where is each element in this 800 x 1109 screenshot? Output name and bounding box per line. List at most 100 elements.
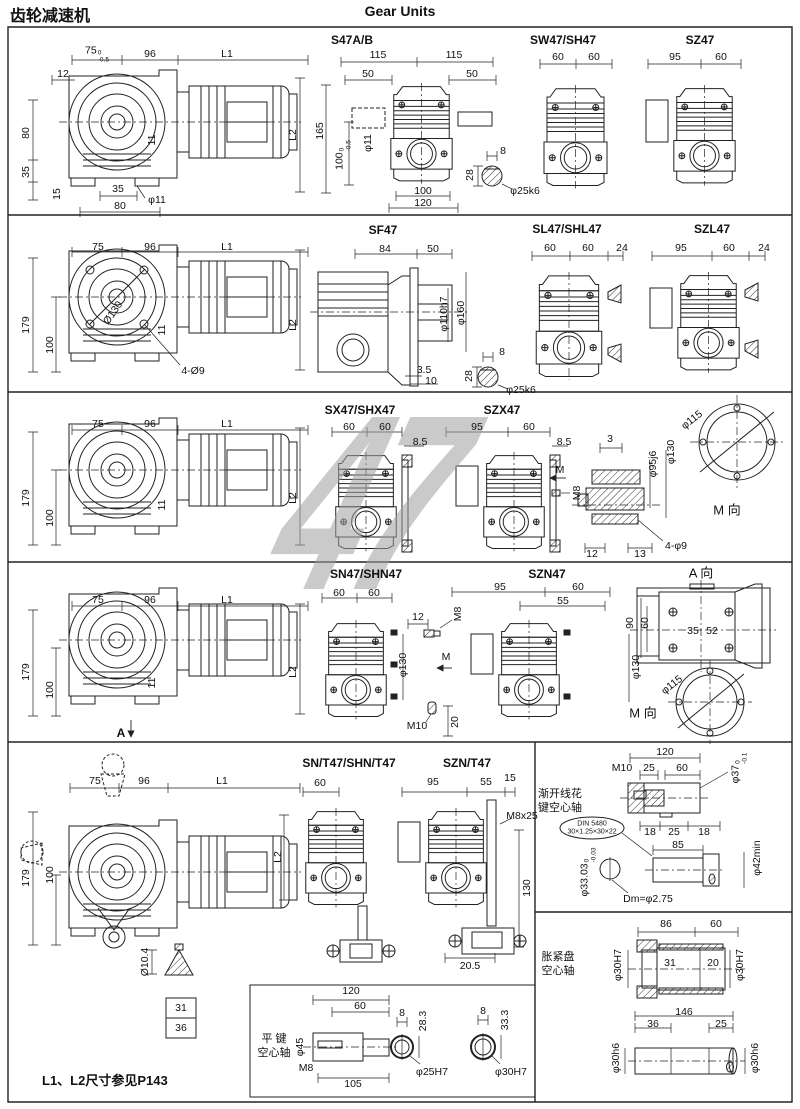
r2-sl-dim-60a: 60: [544, 242, 556, 254]
r2-sf-dim-phi160: φ160: [455, 300, 467, 326]
r2-sl-dim-24: 24: [616, 242, 628, 254]
r4-sn47-front-drawing: [322, 593, 453, 736]
r5-spline-din-label-2: 30×1.25×30×22: [567, 828, 617, 836]
r3-szx47-front-drawing: [446, 427, 570, 552]
r1-side-dim-L2: L2: [287, 129, 299, 141]
r3-sx-dim-60b: 60: [379, 421, 391, 433]
r1-shaft-dim-28: 28: [464, 169, 476, 181]
r5-shrink-dim-phi30h6-b: φ30h6: [749, 1042, 761, 1074]
r4-szn-dim-phi130: φ130: [630, 654, 642, 680]
r2-sl47-front-drawing: [532, 251, 623, 381]
r5-key-dim-phi25H7: φ25H7: [416, 1066, 448, 1078]
r5-shrink-dim-146: 146: [675, 1006, 693, 1018]
r1-side-dim-80: 80: [20, 127, 32, 139]
r4-szn-dim-95: 95: [494, 581, 506, 593]
r2-sf-dim-84: 84: [379, 243, 391, 255]
r1-sw47-title: SW47/SH47: [529, 33, 597, 47]
r4-sn47-title: SN47/SHN47: [329, 567, 403, 581]
r1-s47-dim-100b: 100: [414, 185, 432, 197]
r1-s47ab-front-drawing: [321, 57, 496, 213]
r5-side-dim-179: 179: [20, 869, 32, 887]
r3-szx-dim-60: 60: [523, 421, 535, 433]
r5-snt47-title: SN/T47/SHN/T47: [302, 756, 396, 770]
r5-side-dim-31: 31: [175, 1002, 187, 1014]
r1-sw47-front-drawing: [540, 59, 612, 189]
r1-sw-dim-60b: 60: [588, 51, 600, 63]
r3-szx-m-view-label: M: [555, 464, 565, 476]
r5-side-dim-L2: L2: [272, 851, 284, 863]
r5-shrink-dim-60: 60: [710, 918, 722, 930]
r5-sznt-dim-95: 95: [427, 776, 439, 788]
r3-sec-dim-13: 13: [634, 548, 646, 560]
r5-shrink-dim-phi30H7-b: φ30H7: [734, 949, 746, 981]
r1-sz47-title: SZ47: [685, 33, 715, 47]
r1-side-dim-12: 12: [57, 68, 69, 80]
r2-sf-dim-10: 10: [425, 375, 437, 387]
r1-sz-dim-60: 60: [715, 51, 727, 63]
r2-side-dim-11: 11: [156, 324, 168, 336]
r5-snt47-front-drawing: [303, 787, 395, 962]
r3-sec-dim-4xphi9: 4-φ9: [665, 540, 687, 552]
r2-side-view-drawing: [28, 244, 308, 372]
r5-spline-dim-85: 85: [672, 839, 684, 851]
r3-m-view-label: M 向: [713, 502, 741, 518]
r1-shaft-dim-phi25k6: φ25k6: [510, 185, 540, 197]
r5-side-dim-36: 36: [175, 1022, 187, 1034]
r1-sw-dim-60a: 60: [552, 51, 564, 63]
r2-sf-dim-3-5: 3.5: [416, 364, 432, 376]
r3-side-dim-96: 96: [144, 418, 156, 430]
r5-spline-shaft-label-2: 键空心轴: [538, 802, 582, 814]
r4-szn-dim-55: 55: [557, 595, 569, 607]
r3-sx-dim-8-5: 8.5: [412, 436, 428, 448]
r4-sn-dim-20: 20: [449, 716, 461, 728]
r3-sec-dim-12: 12: [586, 548, 598, 560]
r1-s47-dim-115a: 115: [369, 49, 387, 61]
r5-shrink-dim-phi30h6-a: φ30h6: [610, 1042, 622, 1074]
r2-szl47-title: SZL47: [693, 222, 731, 236]
r4-sn-dim-60b: 60: [368, 587, 380, 599]
r5-key-dim-8a: 8: [399, 1007, 405, 1019]
r3-side-dim-11: 11: [156, 499, 168, 511]
r5-sznt-dim-130: 130: [521, 879, 533, 897]
r4-side-dim-96: 96: [144, 594, 156, 606]
r1-sz47-front-drawing: [646, 59, 741, 187]
r4-side-view-drawing: [28, 587, 308, 738]
r1-shaft-dim-8: 8: [500, 145, 506, 157]
r5-side-dim-O10-4: Ø10.4: [139, 947, 151, 977]
r2-sf-dim-phi110h7: φ110h7: [438, 296, 450, 332]
r4-sn-dim-12: 12: [412, 611, 424, 623]
r5-sznt-dim-20-5: 20.5: [459, 960, 481, 972]
r4-side-dim-L2: L2: [287, 666, 299, 678]
r5-side-dim-L1: L1: [216, 775, 228, 787]
r3-clamp-section-detail: [572, 443, 666, 553]
r1-sz-dim-95: 95: [669, 51, 681, 63]
r5-shrink-dim-86: 86: [660, 918, 672, 930]
r5-shrink-dim-25: 25: [715, 1018, 727, 1030]
r2-side-dim-L2: L2: [287, 319, 299, 331]
r5-shrink-disc-shaft-drawing: [625, 927, 745, 1074]
r4-side-dim-179: 179: [20, 663, 32, 681]
r1-side-dim-11: 11: [146, 134, 158, 146]
r5-key-shaft-label-2: 空心轴: [257, 1047, 291, 1059]
r3-sx-dim-60a: 60: [343, 421, 355, 433]
r5-key-hollow-shaft-drawing: [303, 995, 501, 1083]
r5-shrink-dim-20: 20: [707, 957, 719, 969]
r5-sznt-dim-15: 15: [504, 772, 516, 784]
r1-s47-dim-50a: 50: [362, 68, 374, 80]
r5-snt-dim-60: 60: [314, 777, 326, 789]
r2-side-dim-179: 179: [20, 316, 32, 334]
r4-side-dim-100: 100: [44, 681, 56, 699]
r5-sznt-dim-M8x25: M8x25: [506, 810, 538, 822]
r5-spline-dim-18a: 18: [644, 826, 656, 838]
r4-a-view-label: A 向: [688, 565, 714, 581]
r4-side-dim-L1: L1: [221, 594, 233, 606]
r5-key-dim-8b: 8: [480, 1005, 486, 1017]
r5-spline-dim-M10: M10: [611, 762, 633, 774]
r5-key-dim-M8: M8: [298, 1062, 314, 1074]
page-frame: [8, 27, 792, 1102]
r3-sec-dim-phi95j6: φ95j6: [647, 450, 659, 478]
